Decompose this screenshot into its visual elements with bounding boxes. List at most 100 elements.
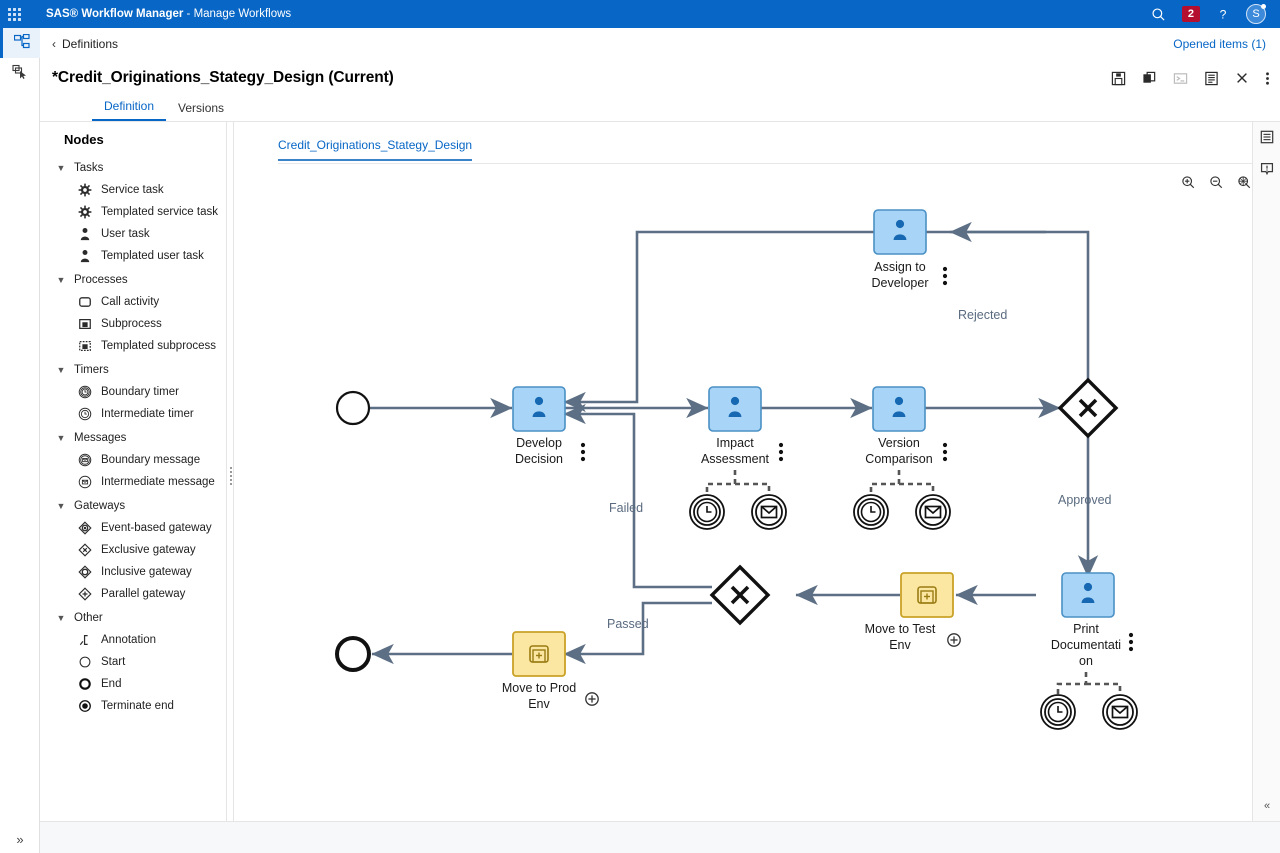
boundary-timer-event[interactable] <box>1040 694 1076 730</box>
list-panel-icon <box>1260 130 1274 147</box>
node-menu-kebab-icon[interactable] <box>942 266 948 286</box>
boundary-message-event[interactable] <box>1102 694 1138 730</box>
palette-item-templated-service-task[interactable]: Templated service task <box>54 201 226 223</box>
right-panel-rail: « <box>1252 122 1280 822</box>
chevron-down-icon: ▼ <box>56 613 66 623</box>
question-mark-icon[interactable]: ? <box>1216 7 1230 22</box>
palette-group-header-tasks[interactable]: ▼Tasks <box>54 157 226 179</box>
node-start-event[interactable] <box>335 390 371 426</box>
zoom-out-icon[interactable] <box>1209 175 1224 190</box>
canvas-tab-diagram[interactable]: Credit_Originations_Stategy_Design <box>278 138 473 161</box>
person-dashed-icon <box>78 249 92 263</box>
flow-gateway-failed-develop[interactable] <box>563 403 712 589</box>
avatar[interactable]: S <box>1246 4 1266 24</box>
breadcrumb-label: Definitions <box>62 37 119 51</box>
node-impact-assessment[interactable]: Impact Assessment <box>689 386 787 530</box>
boundary-message-event[interactable] <box>915 494 951 530</box>
app-grid-icon[interactable] <box>0 7 28 21</box>
node-label-line1: Move to Prod <box>502 681 576 695</box>
node-exclusive-gateway-approval[interactable] <box>1057 377 1119 439</box>
palette-item-user-task[interactable]: User task <box>54 223 226 245</box>
sidebar-item-workflow-instances[interactable] <box>0 58 40 88</box>
node-menu-kebab-icon[interactable] <box>778 442 784 462</box>
node-end-event[interactable] <box>335 636 371 672</box>
boundary-timer-event[interactable] <box>853 494 889 530</box>
expand-rail-button[interactable]: » <box>16 832 24 847</box>
zoom-in-icon[interactable] <box>1181 175 1196 190</box>
node-menu-kebab-icon[interactable] <box>942 442 948 462</box>
palette-group-header-timers[interactable]: ▼Timers <box>54 359 226 381</box>
tab-definition[interactable]: Definition <box>92 99 167 121</box>
subprocess-icon <box>78 317 92 331</box>
palette-group-header-other[interactable]: ▼Other <box>54 607 226 629</box>
palette-item-intermediate-message[interactable]: Intermediate message <box>54 471 226 493</box>
save-icon[interactable] <box>1111 71 1126 86</box>
palette-item-templated-user-task[interactable]: Templated user task <box>54 245 226 267</box>
boundary-message-event[interactable] <box>751 494 787 530</box>
collapse-right-panel-button[interactable]: « <box>1263 800 1271 812</box>
canvas-area: Credit_Originations_Stategy_Design <box>234 122 1280 822</box>
breadcrumb[interactable]: ‹ Definitions <box>52 37 118 51</box>
expand-subprocess-icon[interactable] <box>947 633 961 647</box>
node-version-comparison[interactable]: Version Comparison <box>853 386 951 530</box>
palette-item-event-based-gateway[interactable]: Event-based gateway <box>54 517 226 539</box>
palette-splitter[interactable] <box>226 122 234 822</box>
palette-item-label: Subprocess <box>101 318 162 330</box>
palette-item-exclusive-gateway[interactable]: Exclusive gateway <box>54 539 226 561</box>
palette-item-start[interactable]: Start <box>54 651 226 673</box>
palette-group-header-gateways[interactable]: ▼Gateways <box>54 495 226 517</box>
palette-group-label: Tasks <box>74 162 104 174</box>
palette-item-label: Exclusive gateway <box>101 544 196 556</box>
close-x-icon[interactable] <box>1235 71 1249 85</box>
palette-item-boundary-message[interactable]: Boundary message <box>54 449 226 471</box>
diamond-o-icon <box>78 565 92 579</box>
palette-item-inclusive-gateway[interactable]: Inclusive gateway <box>54 561 226 583</box>
node-move-to-test-env[interactable]: Move to Test Env <box>865 572 961 652</box>
kebab-menu-icon[interactable] <box>1265 71 1270 86</box>
palette-item-label: Start <box>101 656 126 668</box>
palette-group-header-messages[interactable]: ▼Messages <box>54 427 226 449</box>
node-print-documentation[interactable]: Print Documentati on <box>1040 572 1138 730</box>
palette-item-parallel-gateway[interactable]: Parallel gateway <box>54 583 226 605</box>
palette-item-call-activity[interactable]: Call activity <box>54 291 226 313</box>
flow-gateway-passed-moveprod[interactable] <box>563 601 712 665</box>
palette-item-end[interactable]: End <box>54 673 226 695</box>
boundary-attach-line <box>1056 672 1122 694</box>
flow-gateway-rejected-assign[interactable] <box>949 221 1090 394</box>
node-label-line2: Decision <box>515 452 563 466</box>
node-assign-to-developer[interactable]: Assign to Developer <box>872 209 948 290</box>
palette-item-subprocess[interactable]: Subprocess <box>54 313 226 335</box>
search-icon[interactable] <box>1151 7 1166 22</box>
workflow-diagram[interactable]: Rejected Approved Failed Passed Develop … <box>234 122 1280 822</box>
opened-items-link[interactable]: Opened items (1) <box>1173 37 1266 51</box>
boundary-timer-event[interactable] <box>689 494 725 530</box>
palette-item-templated-subprocess[interactable]: Templated subprocess <box>54 335 226 357</box>
node-label-line3: on <box>1079 654 1093 668</box>
node-menu-kebab-icon[interactable] <box>580 442 586 462</box>
node-move-to-prod-env[interactable]: Move to Prod Env <box>502 631 599 711</box>
properties-icon[interactable] <box>1204 71 1219 86</box>
palette-item-annotation[interactable]: Annotation <box>54 629 226 651</box>
rounded-square-icon <box>78 295 92 309</box>
node-exclusive-gateway-test[interactable] <box>709 564 771 626</box>
tab-versions[interactable]: Versions <box>178 101 225 115</box>
node-develop-decision[interactable]: Develop Decision <box>512 386 586 466</box>
palette-group-header-processes[interactable]: ▼Processes <box>54 269 226 291</box>
palette-item-service-task[interactable]: Service task <box>54 179 226 201</box>
alert-count-badge[interactable]: 2 <box>1181 6 1200 22</box>
chevron-down-icon: ▼ <box>56 275 66 285</box>
expand-subprocess-icon[interactable] <box>585 692 599 706</box>
palette-item-intermediate-timer[interactable]: Intermediate timer <box>54 403 226 425</box>
zoom-fit-icon[interactable] <box>1237 175 1252 190</box>
node-menu-kebab-icon[interactable] <box>1128 632 1134 652</box>
palette-item-terminate-end[interactable]: Terminate end <box>54 695 226 717</box>
copy-icon[interactable] <box>1142 71 1157 86</box>
flow-assign-develop[interactable] <box>563 230 1046 413</box>
details-panel-button[interactable] <box>1253 122 1280 154</box>
gear-dashed-icon <box>78 205 92 219</box>
palette-item-boundary-timer[interactable]: Boundary timer <box>54 381 226 403</box>
messages-panel-button[interactable] <box>1253 154 1280 186</box>
sidebar-item-workflow-definitions[interactable] <box>0 28 40 58</box>
zoom-toolbar <box>1181 174 1270 190</box>
